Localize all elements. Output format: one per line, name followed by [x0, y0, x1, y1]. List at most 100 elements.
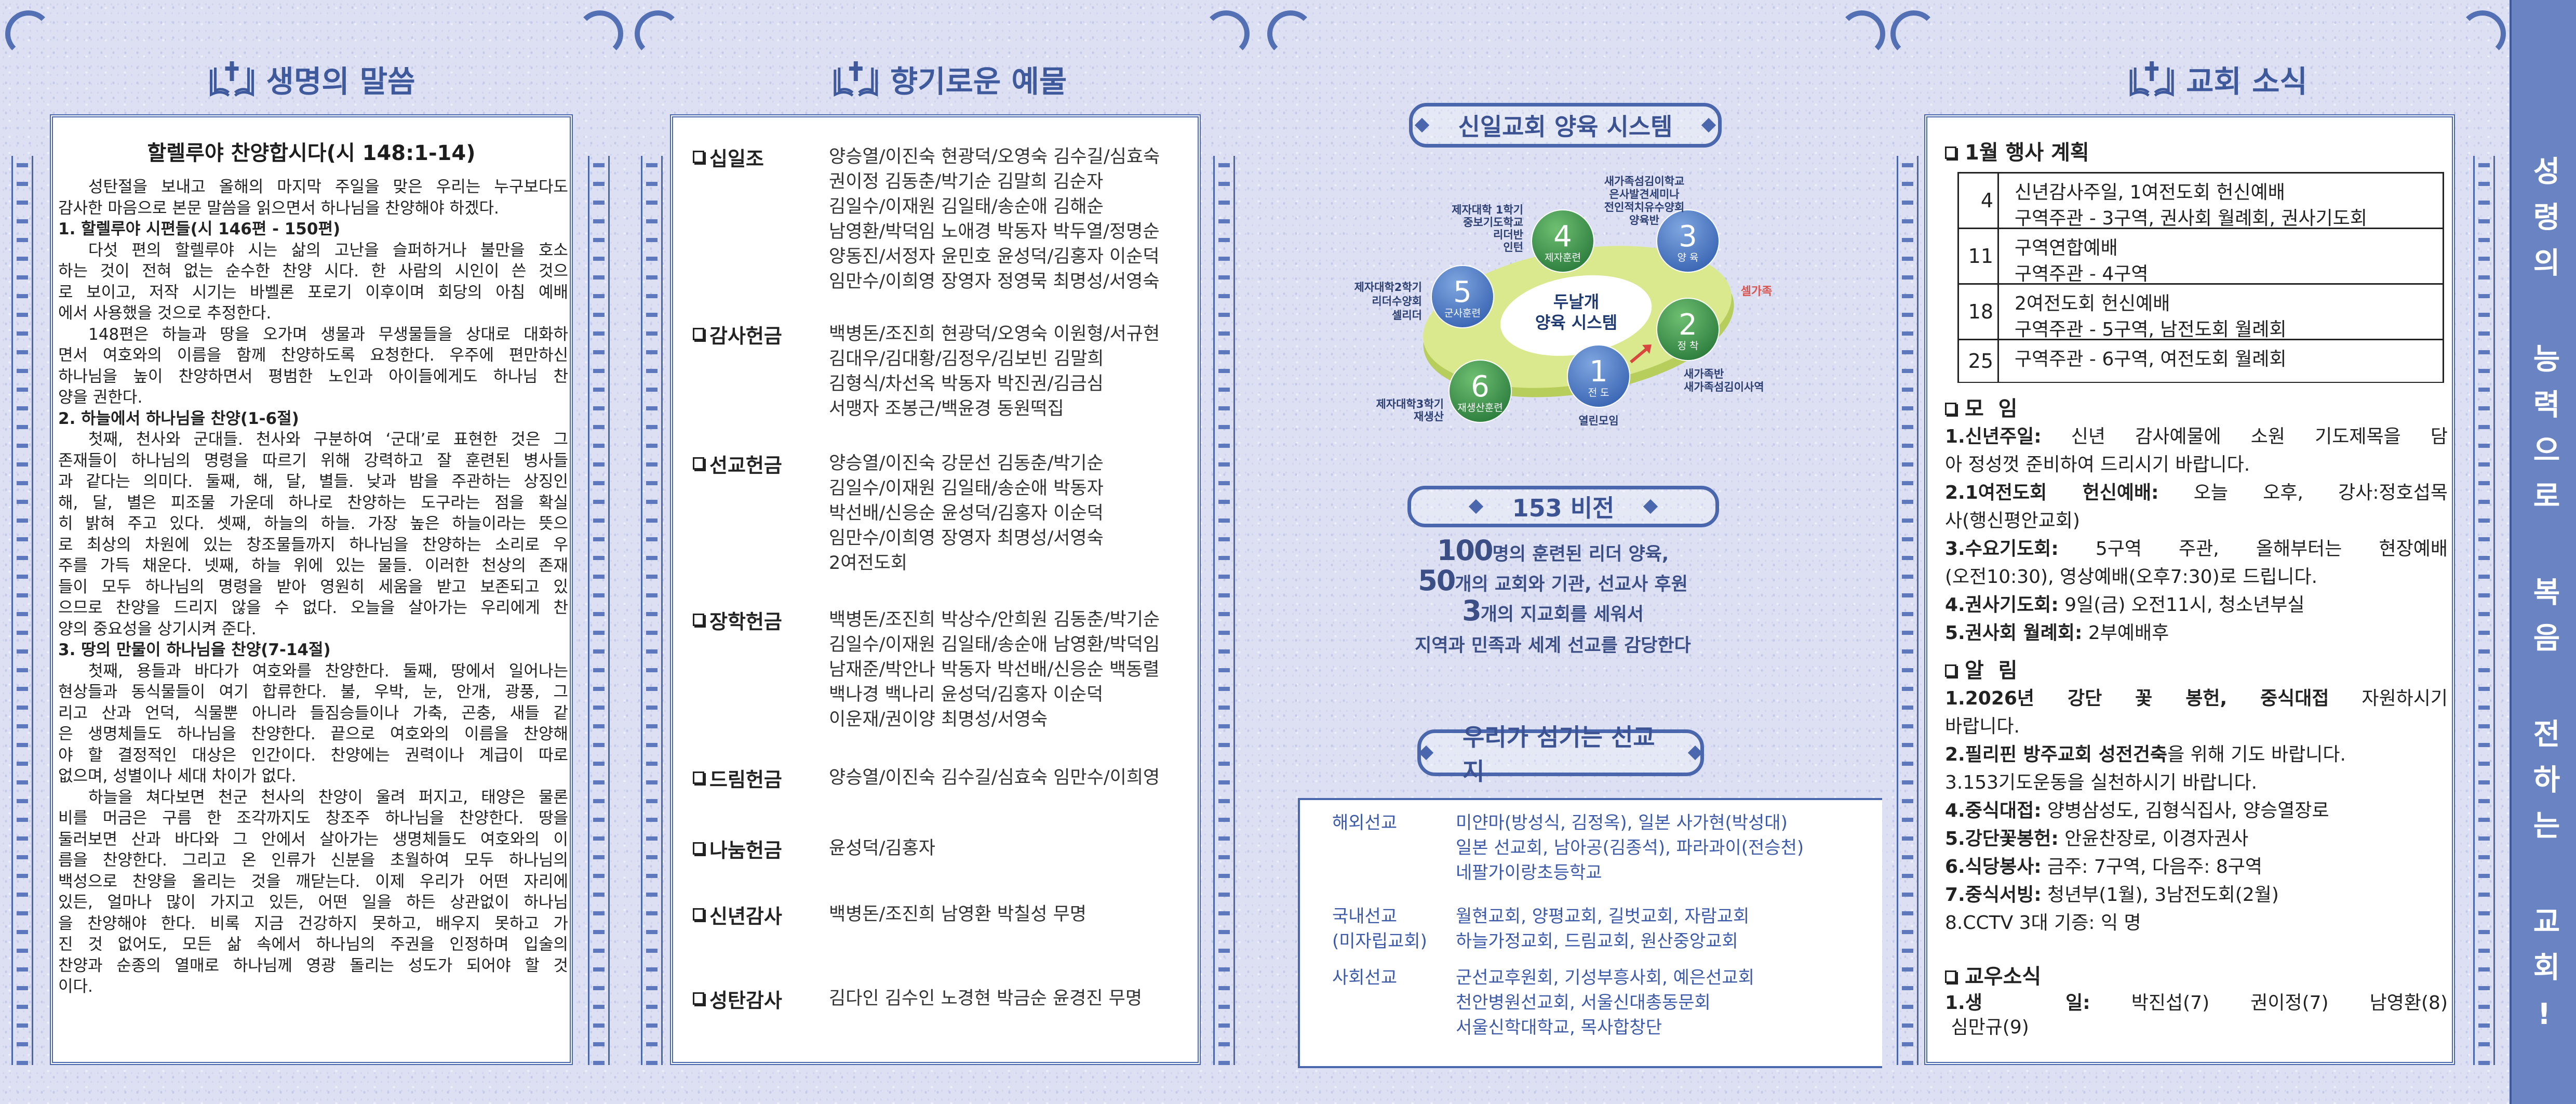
stage-number: 3 — [1679, 220, 1697, 254]
frame-ladder — [641, 156, 663, 1065]
stage-number: 1 — [1589, 355, 1608, 389]
news-line-text: 신년 감사예물에 소원 기도제목을 담 — [2041, 426, 2448, 447]
stage-description: 리더수양회 — [1372, 295, 1422, 308]
sermon-line: 첫째, 천사와 군대들. 천사와 구분하여 ‘군대’로 표현한 것은 그 — [88, 430, 568, 449]
mission-item: 서울신학대학교, 목사합창단 — [1456, 1017, 1662, 1038]
missions-title-box: 우리가 섬기는 선교지 — [1417, 723, 1704, 786]
stage-description: 제자대학2학기 — [1354, 281, 1422, 294]
corner-ornament — [5, 10, 52, 57]
vision-number: 100 — [1437, 534, 1494, 567]
mission-item: 월현교회, 양평교회, 길벗교회, 자람교회 — [1456, 906, 1750, 927]
stage-circle — [1656, 209, 1720, 273]
square-bullet-icon — [693, 614, 704, 626]
sermon-line: 야 할 결정적인 대상은 인간이다. 찬양에는 권력이나 계급이 따로 — [58, 746, 568, 765]
stage-description: 인턴 — [1503, 241, 1523, 254]
training-title-box: 신일교회 양육 시스템 — [1409, 103, 1722, 148]
mission-items: 미얀마(방성식, 김정옥), 일본 사가현(박성대)일본 선교회, 남아공(김종… — [1456, 810, 1804, 885]
donor-line: 양승열/이진숙 김수길/심효숙 임만수/이희영 — [829, 767, 1160, 788]
news-line-label: 4.권사기도회: — [1945, 594, 2059, 616]
stage-circle — [1567, 344, 1630, 408]
donor-line: 양동진/서정자 윤민호 윤성덕/김홍자 이순덕 — [829, 246, 1160, 267]
sermon-line: 로 보이고, 저작 시기는 바벨론 포로기 이후이며 회당의 아침 예배 — [58, 283, 568, 302]
panel-title: 생명의 말씀 — [266, 64, 415, 99]
news-line: 7.중식서빙: 청년부(1월), 3남전도회(2월) — [1945, 881, 2448, 909]
stage-description: 열린모임 — [1578, 415, 1618, 427]
offerings-box — [670, 114, 1201, 1065]
sermon-line: 로 최상의 차원에 있는 창조물들까지 하나님을 찬양하는 소리로 우 — [58, 535, 568, 554]
news-line-label: 5.권사회 월례회: — [1945, 622, 2083, 644]
news-line-label: 1.생 일: — [1945, 992, 2090, 1014]
sermon-line: 존재들이 하나님의 명령을 따르기 위해 강력하고 잘 훈련된 병사들 — [58, 451, 568, 470]
event-line: 2여전도회 헌신예배 — [2015, 293, 2170, 314]
diamond-icon — [1687, 745, 1703, 761]
sermon-box — [50, 114, 573, 1065]
bible-cross-icon — [834, 61, 878, 97]
news-line: 4.권사기도회: 9일(금) 오전11시, 청소년부실 — [1945, 591, 2448, 619]
news-line: 3.153기도운동을 실천하시기 바랍니다. — [1945, 769, 2448, 797]
news-line-text: 안윤찬장로, 이경자권사 — [2058, 828, 2249, 849]
training-title: 신일교회 양육 시스템 — [1458, 113, 1673, 141]
stage-description: 제자대학 1학기 — [1452, 204, 1523, 216]
event-date: 11 — [1959, 229, 1999, 283]
news-line: 8.CCTV 3대 기증: 익 명 — [1945, 909, 2448, 937]
news-line: 심만규(9) — [1945, 1015, 2448, 1040]
offering-label: 장학헌금 — [693, 607, 817, 633]
news-line-label: 1.신년주일: — [1945, 426, 2042, 447]
sermon-line: 과 같다는 의미다. 둘째, 해, 달, 별들. 낮과 밤을 주관하는 상징인 — [58, 472, 568, 491]
square-bullet-icon — [1945, 970, 1956, 983]
sermon-line: 다섯 편의 할렐루야 시는 삶의 고난을 슬퍼하거나 불만을 호소 — [88, 241, 568, 260]
offering-label-text: 신년감사 — [709, 905, 782, 928]
frame-ladder — [1213, 156, 1235, 1065]
square-bullet-icon — [693, 908, 704, 921]
square-bullet-icon — [1945, 664, 1956, 677]
news-line: 5.강단꽃봉헌: 안윤찬장로, 이경자권사 — [1945, 825, 2448, 853]
news-line-text: 오늘 오후, 강사:정호섭목 — [2158, 482, 2448, 503]
event-line: 구역주관 - 4구역 — [2015, 263, 2149, 285]
offering-label-text: 성탄감사 — [709, 989, 782, 1012]
donor-line: 김대우/김대황/김정우/김보빈 김말희 — [829, 349, 1104, 369]
section-title: 모 임 — [1965, 397, 2018, 421]
sermon-line: 은 생명체들도 하나님을 찬양한다. 끝으로 여호와의 이름을 찬양해 — [58, 725, 568, 743]
offering-label: 십일조 — [693, 144, 817, 170]
sermon-line: 찬양과 순종의 열매로 하나님께 영광 돌리는 성도가 되어야 할 것 — [58, 956, 568, 975]
sermon-line: 주를 가득 채운다. 넷째, 하늘 위에 있는 물들. 이러한 천상의 존재 — [58, 556, 568, 575]
news-line: 6.식당봉사: 금주: 7구역, 다음주: 8구역 — [1945, 853, 2448, 881]
news-line-label: 6.식당봉사: — [1945, 856, 2042, 877]
frame-ladder — [11, 156, 33, 1065]
center-label: 양육 시스템 — [1535, 313, 1617, 332]
news-line-text: 금주: 7구역, 다음주: 8구역 — [2041, 856, 2262, 877]
diamond-icon — [1468, 499, 1483, 514]
corner-ornament — [1890, 10, 1937, 57]
mission-category: 해외선교 — [1332, 810, 1452, 835]
bible-cross-icon — [210, 61, 254, 97]
diamond-icon — [1418, 745, 1434, 761]
news-line: 사(행신평안교회) — [1945, 507, 2448, 535]
vision-number: 3 — [1462, 594, 1482, 627]
square-bullet-icon — [1945, 147, 1956, 159]
slogan-text: 성령의 능력으로 복음 전하는 교회! — [2527, 156, 2561, 1048]
stage-description: 새가족섬김이사역 — [1684, 381, 1764, 393]
stage-description: 전인적치유수양회 — [1604, 201, 1685, 214]
offering-label-text: 장학헌금 — [709, 610, 782, 633]
sermon-line: 들이 모두 하나님의 명령을 받아 영원히 세움을 받고 보존되고 있 — [58, 577, 568, 596]
sermon-title: 할렐루야 찬양합시다(시 148:1-14) — [147, 141, 476, 165]
sermon-heading: 3. 땅의 만물이 하나님을 찬양(7-14절) — [58, 641, 331, 659]
news-line-label: 4.중식대접: — [1945, 800, 2042, 821]
donor-line: 김일수/이재원 김일태/송순애 김해순 — [829, 196, 1104, 217]
sermon-line: 양의 중요성을 상기시켜 준다. — [58, 619, 257, 639]
stage-circle — [1448, 360, 1512, 423]
donor-line: 윤성덕/김홍자 — [829, 838, 935, 859]
sermon-line: 면서 여호와의 이름을 함께 찬양하도록 요청한다. 우주에 편만하신 — [58, 346, 568, 365]
section-title: 교우소식 — [1965, 965, 2042, 989]
sermon-line: 해, 달, 별은 피조물 가운데 하나로 찬양하는 도구라는 점을 확실 — [58, 493, 568, 512]
sermon-line: 둘러보면 산과 바다와 그 안에서 살아가는 생명체들도 여호와의 이 — [58, 830, 568, 849]
sermon-line: 에서 사용했을 것으로 추정한다. — [58, 304, 272, 323]
news-line-text: 박진섭(7) 권이정(7) 남영환(8) — [2090, 992, 2448, 1014]
stage-description: 제자대학3학기 — [1376, 398, 1444, 410]
offering-names: 양승열/이진숙 김수길/심효숙 임만수/이희영 — [829, 765, 1192, 790]
